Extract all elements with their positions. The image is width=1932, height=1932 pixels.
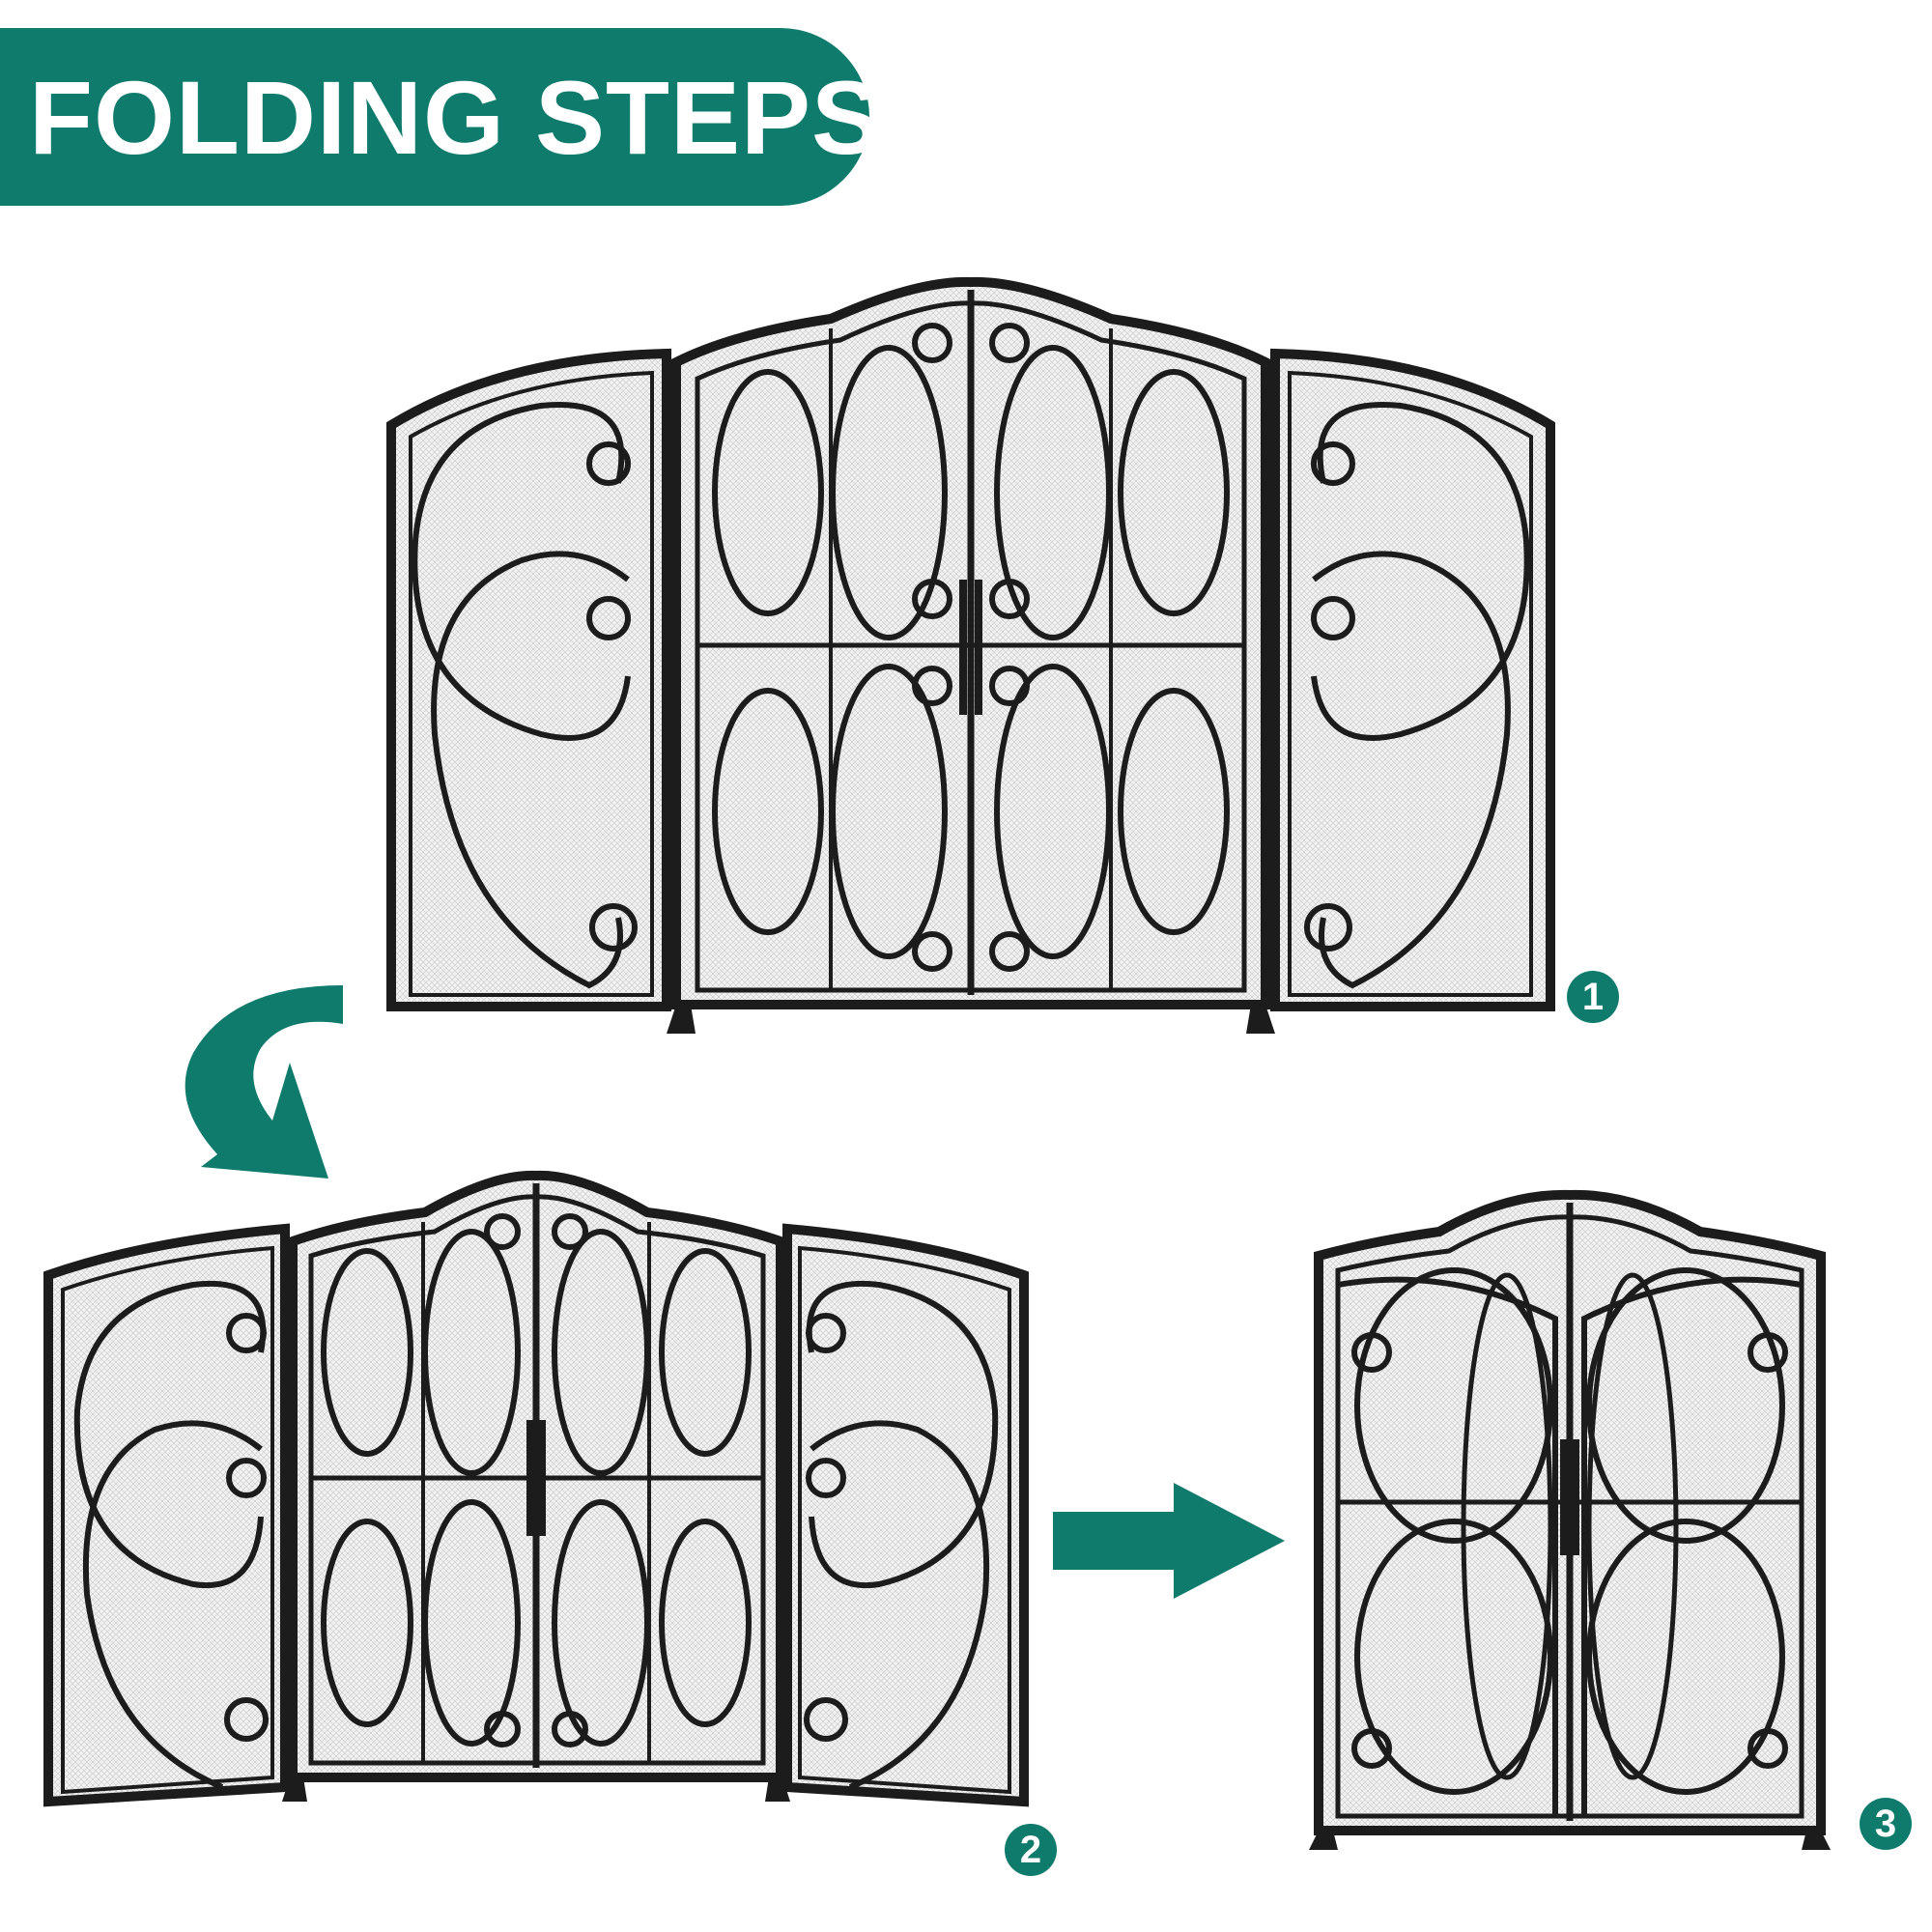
screen-step-1 bbox=[386, 276, 1555, 1034]
center-door-panel bbox=[667, 276, 1275, 1034]
left-panel bbox=[386, 348, 671, 1011]
curved-arrow-down-icon bbox=[185, 985, 343, 1179]
banner-title: FOLDING STEPS bbox=[29, 58, 883, 176]
step-2-badge: 2 bbox=[1005, 1824, 1057, 1876]
step-3-badge: 3 bbox=[1860, 1798, 1912, 1850]
title-banner: FOLDING STEPS bbox=[0, 28, 881, 206]
arrow-right-icon bbox=[1053, 1483, 1285, 1599]
screen-step-2 bbox=[43, 1170, 1029, 1807]
left-panel bbox=[43, 1223, 290, 1807]
screen-step-3 bbox=[1309, 1189, 1831, 1850]
center-door-panel bbox=[282, 1170, 790, 1802]
right-panel bbox=[782, 1223, 1029, 1807]
right-panel bbox=[1270, 348, 1555, 1011]
step-1-badge: 1 bbox=[1567, 971, 1619, 1023]
